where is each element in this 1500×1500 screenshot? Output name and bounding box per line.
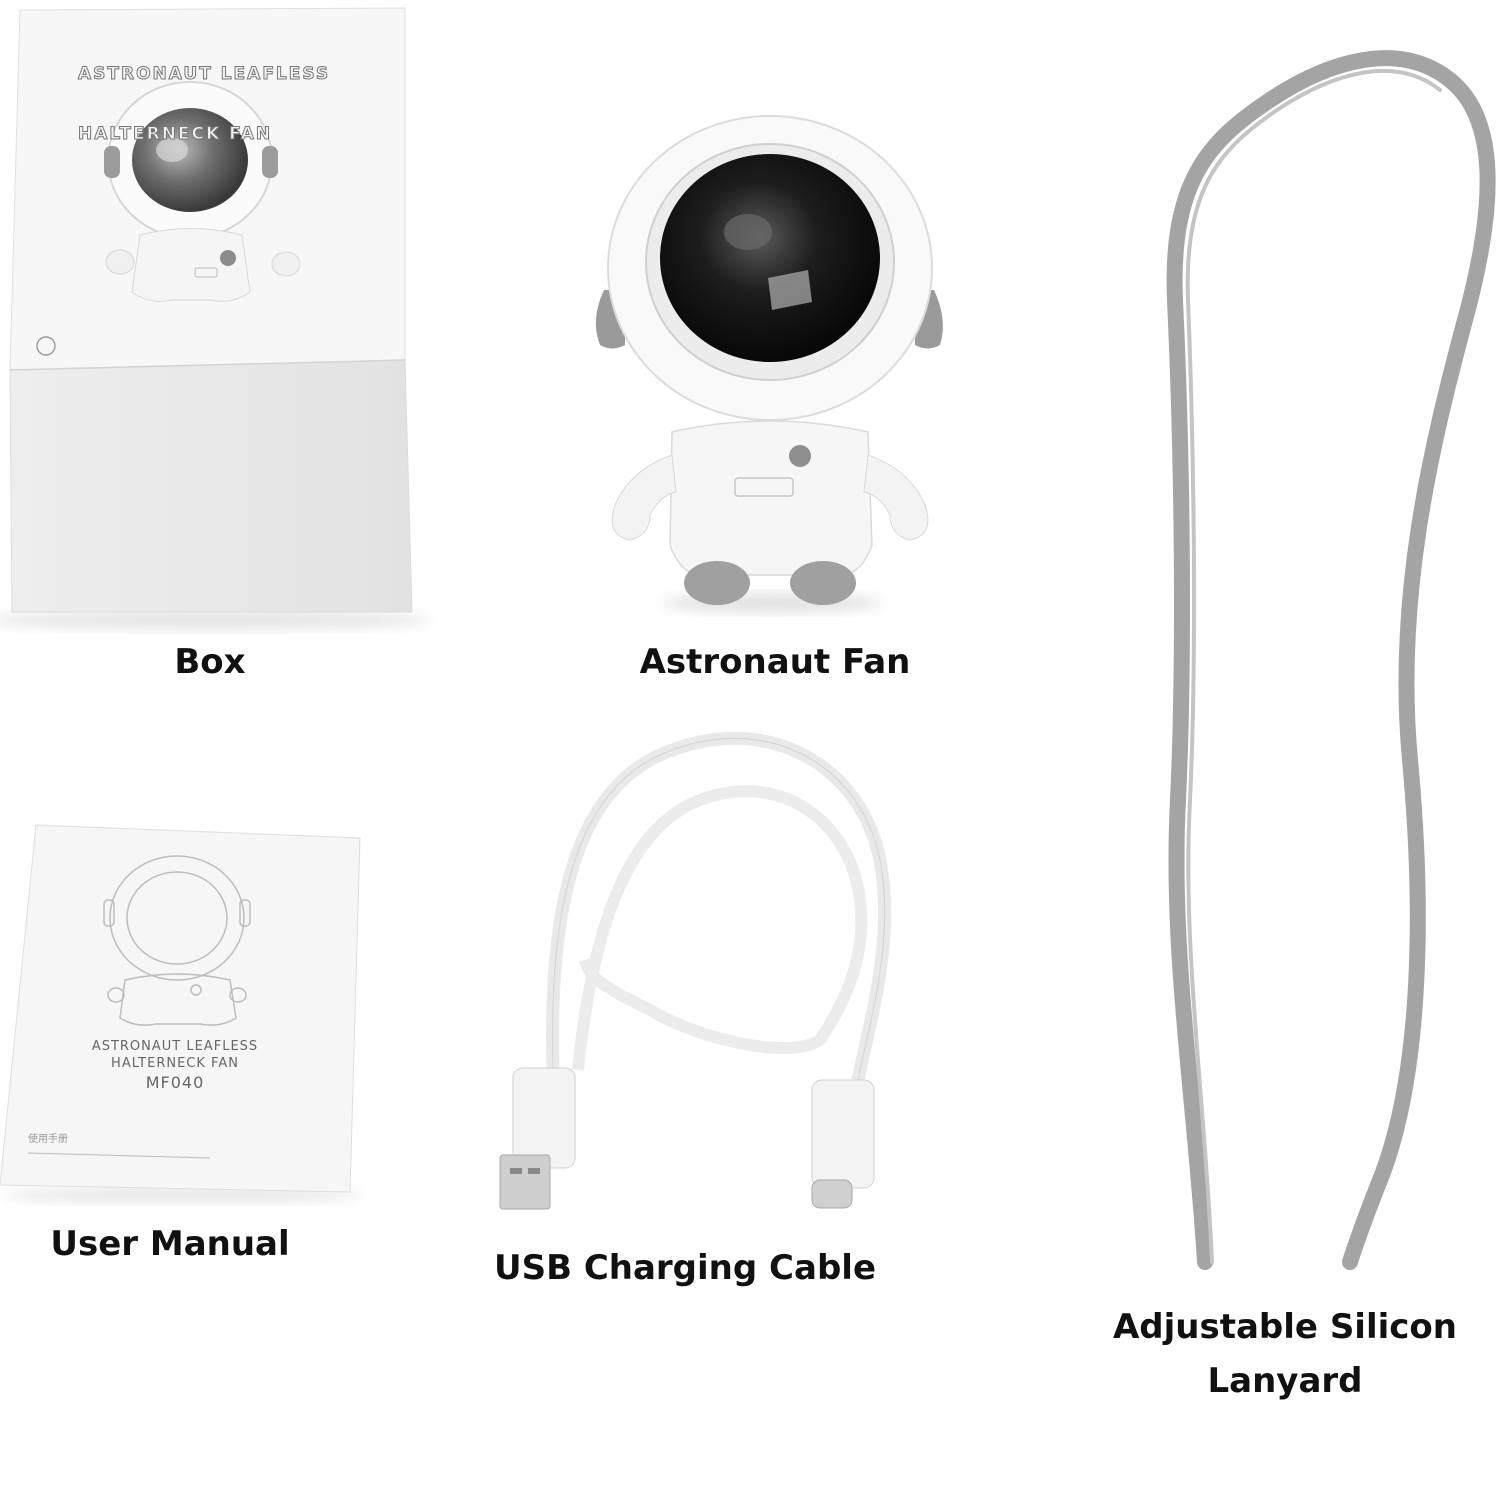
box-title-line2: HALTERNECK FAN xyxy=(77,124,273,145)
label-lanyard: Adjustable Silicon Lanyard xyxy=(1100,1300,1470,1408)
label-usb-cable: USB Charging Cable xyxy=(493,1248,877,1288)
box-astronaut-illustration xyxy=(104,81,301,302)
label-box: Box xyxy=(174,642,246,682)
label-astronaut-fan: Astronaut Fan xyxy=(639,642,911,682)
label-lanyard-line1: Adjustable Silicon xyxy=(1112,1307,1457,1347)
manual-astronaut-outline xyxy=(103,855,251,1026)
manual-title-line1: ASTRONAUT LEAFLESS xyxy=(91,1039,259,1054)
label-user-manual: User Manual xyxy=(50,1224,290,1264)
user-manual-image xyxy=(0,824,362,1203)
box-title-line1: ASTRONAUT LEAFLESS xyxy=(77,64,331,85)
lanyard-image xyxy=(1166,50,1496,1270)
recycle-icon xyxy=(36,336,56,356)
label-lanyard-line2: Lanyard xyxy=(1207,1361,1363,1401)
manual-title-line2: HALTERNECK FAN xyxy=(111,1056,239,1071)
astronaut-fan-image xyxy=(595,115,943,613)
usb-cable-image xyxy=(499,732,892,1210)
manual-model: MF040 xyxy=(145,1073,205,1092)
box-image xyxy=(0,7,430,630)
usb-a-connector xyxy=(499,1067,576,1210)
manual-cn-title: 使用手册 xyxy=(28,1134,68,1145)
usb-c-connector xyxy=(811,1079,875,1209)
